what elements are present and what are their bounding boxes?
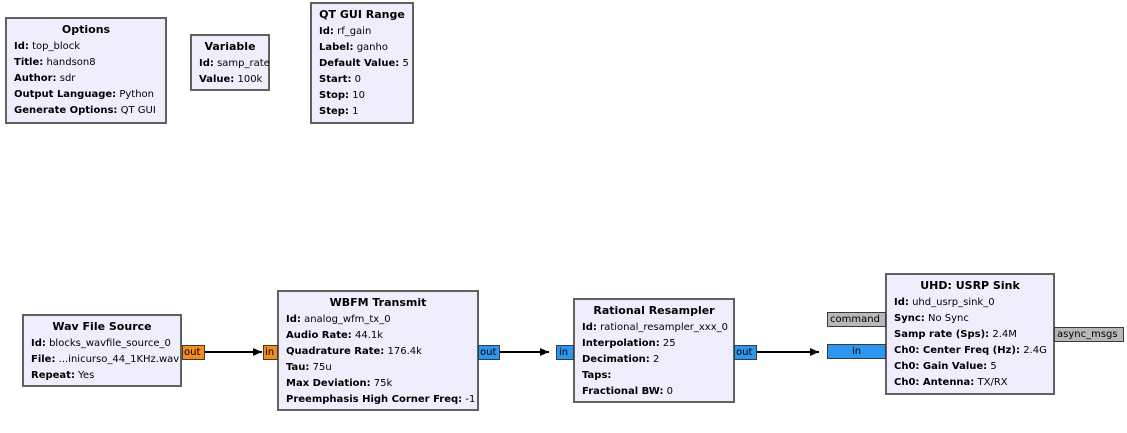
param-start: Start: 0	[319, 74, 362, 85]
wav-source-out-port[interactable]: out	[182, 345, 205, 360]
block-title: QT GUI Range	[319, 8, 405, 21]
param-id: Id: uhd_usrp_sink_0	[894, 297, 995, 308]
usrp-command-port[interactable]: command	[827, 312, 886, 327]
param-output-language: Output Language: Python	[14, 89, 155, 100]
param-audio-rate: Audio Rate: 44.1k	[286, 330, 384, 341]
param-title: Title: handson8	[14, 57, 96, 68]
param-author: Author: sdr	[14, 73, 76, 84]
param-samp-rate: Samp rate (Sps): 2.4M	[894, 329, 1017, 340]
param-label: Label: ganho	[319, 42, 388, 53]
block-title: UHD: USRP Sink	[920, 279, 1020, 292]
param-repeat: Repeat: Yes	[31, 370, 95, 381]
param-id: Id: rf_gain	[319, 26, 372, 37]
resampler-out-port[interactable]: out	[734, 345, 757, 360]
block-title: Rational Resampler	[593, 304, 715, 317]
param-max-deviation: Max Deviation: 75k	[286, 378, 393, 389]
wav-file-source-block[interactable]: Wav File Source Id: blocks_wavfile_sourc…	[22, 314, 182, 387]
block-title: Variable	[204, 40, 256, 53]
wbfm-transmit-block[interactable]: WBFM Transmit Id: analog_wfm_tx_0 Audio …	[277, 290, 479, 411]
variable-block[interactable]: Variable Id: samp_rate Value: 100k	[190, 34, 270, 91]
param-antenna: Ch0: Antenna: TX/RX	[894, 377, 1008, 388]
param-id: Id: analog_wfm_tx_0	[286, 314, 391, 325]
param-fractional-bw: Fractional BW: 0	[582, 386, 674, 397]
block-title: WBFM Transmit	[329, 296, 427, 309]
wbfm-out-port[interactable]: out	[478, 345, 500, 360]
param-id: Id: samp_rate	[199, 58, 270, 69]
param-id: Id: blocks_wavfile_source_0	[31, 338, 171, 349]
param-value: Value: 100k	[199, 74, 263, 85]
rational-resampler-block[interactable]: Rational Resampler Id: rational_resample…	[573, 298, 735, 403]
param-center-freq: Ch0: Center Freq (Hz): 2.4G	[894, 345, 1047, 356]
usrp-sink-block[interactable]: UHD: USRP Sink Id: uhd_usrp_sink_0 Sync:…	[885, 273, 1055, 395]
qt-gui-range-block[interactable]: QT GUI Range Id: rf_gain Label: ganho De…	[310, 2, 414, 124]
param-sync: Sync: No Sync	[894, 313, 969, 324]
param-taps: Taps:	[582, 370, 612, 381]
param-quadrature-rate: Quadrature Rate: 176.4k	[286, 346, 422, 357]
param-gain-value: Ch0: Gain Value: 5	[894, 361, 997, 372]
param-interpolation: Interpolation: 25	[582, 338, 676, 349]
block-title: Options	[61, 23, 111, 36]
usrp-async-msgs-port[interactable]: async_msgs	[1054, 327, 1124, 342]
param-step: Step: 1	[319, 106, 359, 117]
options-block[interactable]: Options Id: top_block Title: handson8 Au…	[5, 17, 167, 124]
wbfm-in-port[interactable]: in	[263, 345, 278, 360]
param-id: Id: top_block	[14, 41, 80, 52]
param-preemphasis: Preemphasis High Corner Freq: -1	[286, 394, 476, 405]
param-file: File: ...inicurso_44_1KHz.wav	[31, 354, 180, 365]
usrp-in-port[interactable]: in	[827, 344, 886, 359]
resampler-in-port[interactable]: in	[556, 345, 574, 360]
param-decimation: Decimation: 2	[582, 354, 660, 365]
block-title: Wav File Source	[52, 320, 152, 333]
param-tau: Tau: 75u	[286, 362, 332, 373]
param-stop: Stop: 10	[319, 90, 365, 101]
param-default-value: Default Value: 5	[319, 58, 409, 69]
param-generate-options: Generate Options: QT GUI	[14, 105, 156, 116]
param-id: Id: rational_resampler_xxx_0	[582, 322, 729, 333]
